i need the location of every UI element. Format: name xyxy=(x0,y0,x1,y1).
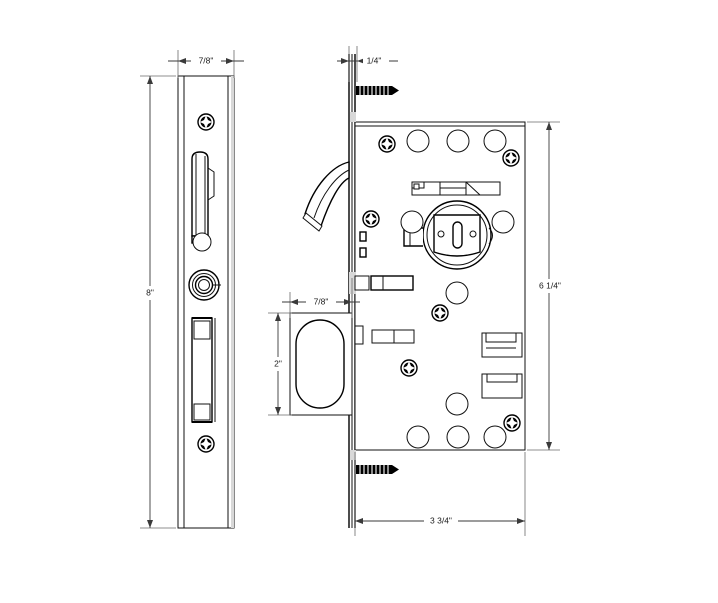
faceplate-screw-bottom xyxy=(197,435,215,453)
dead-latch-plunger-hole xyxy=(192,232,212,252)
slide-bar-lower xyxy=(354,325,415,345)
body-screw-3 xyxy=(362,210,380,228)
dim-body-offset-label: 1/4" xyxy=(367,55,382,65)
slide-bar-anchor xyxy=(354,325,364,345)
deadbolt-top-cap xyxy=(193,320,211,340)
spring-housing-lower xyxy=(481,373,523,399)
body-screw-4 xyxy=(431,304,449,322)
cylinder-oval-detail xyxy=(289,312,353,416)
body-screw-5 xyxy=(400,359,418,377)
faceplate-edge-shade xyxy=(231,76,234,528)
keyway-pin-left xyxy=(437,230,445,238)
slide-bar-upper xyxy=(411,181,501,196)
body-hole-top-2 xyxy=(446,129,470,153)
dim-faceplate-height-label: 8" xyxy=(146,287,154,297)
mounting-screw-bottom xyxy=(350,450,399,474)
dim-body-height-label: 6 1/4" xyxy=(539,280,561,290)
hub-side-boss xyxy=(488,227,493,245)
deadbolt-throat xyxy=(349,272,356,294)
cylinder-hub-assembly xyxy=(403,200,493,270)
body-hole-mid-bottom xyxy=(445,281,469,305)
body-hole-mid-left xyxy=(400,210,424,234)
spring-housing-upper xyxy=(481,332,523,358)
latch-bolt-tail xyxy=(207,167,215,201)
aux-pin-lower xyxy=(359,247,367,258)
latch-bolt-front xyxy=(302,161,350,232)
dim-body-width-label: 3 3/4" xyxy=(430,515,452,525)
body-screw-6 xyxy=(503,414,521,432)
aux-pin-upper xyxy=(359,231,367,242)
dim-backset-offset-label: 7/8" xyxy=(314,296,329,306)
dim-backset-offset: 7/8" xyxy=(282,278,360,318)
body-hole-bottom-1 xyxy=(406,425,430,449)
dim-faceplate-width-label: 7/8" xyxy=(199,55,214,65)
dim-cylinder-height: 2" xyxy=(268,312,292,416)
screw-boss-bottom xyxy=(350,450,356,460)
body-hole-top-3 xyxy=(483,129,507,153)
body-hole-bottom-2 xyxy=(446,425,470,449)
dim-faceplate-height: 8" xyxy=(140,75,176,529)
screw-boss-top xyxy=(350,112,356,122)
body-screw-2 xyxy=(502,149,520,167)
faceplate-screw-top xyxy=(197,113,215,131)
body-hole-top-1 xyxy=(406,129,430,153)
cylinder-oval-shape xyxy=(295,319,345,409)
body-hole-lower xyxy=(445,392,469,416)
faceplate-outline xyxy=(177,75,235,529)
dim-body-offset: 1/4" xyxy=(337,46,398,82)
deadbolt-front xyxy=(349,272,414,294)
body-hole-mid-right xyxy=(491,210,515,234)
body-hole-bottom-3 xyxy=(483,425,507,449)
deadbolt-side xyxy=(191,317,216,423)
keyway-pin-right xyxy=(469,230,477,238)
deadbolt-bottom-cap xyxy=(193,403,211,421)
dim-body-height: 6 1/4" xyxy=(527,121,566,451)
mounting-screw-top xyxy=(350,86,399,122)
dim-faceplate-width: 7/8" xyxy=(168,50,244,78)
keyway-slot xyxy=(452,221,463,249)
cylinder-collar-side xyxy=(188,269,221,301)
dim-body-width: 3 3/4" xyxy=(354,452,526,536)
faceplate-edge-view xyxy=(177,75,235,529)
body-screw-1 xyxy=(378,135,396,153)
dim-cylinder-height-label: 2" xyxy=(274,358,282,368)
lock-body-front-view xyxy=(302,54,526,528)
